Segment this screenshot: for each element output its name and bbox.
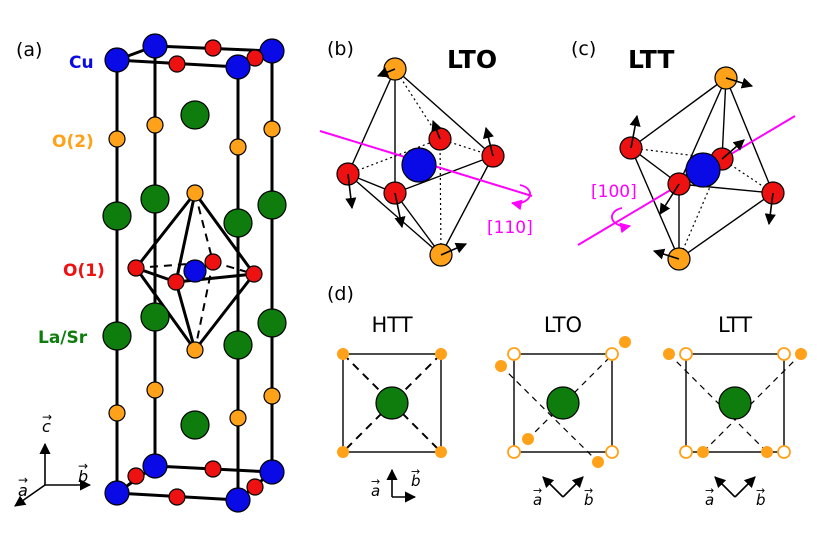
lto-axis-a: a [533,491,542,509]
cuo6-octahedron [134,191,256,352]
panel-d-projections: (d) HTT a → b → LTO [327,283,807,509]
lto-projection: LTO a → b → [495,313,631,509]
lto-title: LTO [447,45,497,74]
svg-text:→: → [371,475,380,488]
label-o2: O(2) [52,132,94,152]
svg-text:→: → [533,484,542,497]
ltt-title: LTT [628,45,674,74]
panel-a-unit-cell: (a) [14,33,287,513]
label-cu: Cu [69,53,94,73]
svg-text:→: → [705,484,714,497]
axes-triad-a: c → b → a → [14,410,92,507]
htt-projection: HTT a → b → [337,313,447,503]
svg-text:→: → [42,410,52,424]
panel-a-label: (a) [16,39,42,61]
ltt-axis-b: b [756,491,766,509]
panel-c-ltt-octahedron: (c) LTT [100] [571,38,796,271]
label-lasr: La/Sr [38,328,88,348]
lto-proj-title: LTO [544,313,582,337]
label-o1: O(1) [63,261,105,281]
lto-axis-b: b [584,491,594,509]
svg-text:→: → [411,465,420,478]
svg-text:→: → [584,484,593,497]
htt-axis-b: b [411,472,421,490]
svg-text:→: → [18,473,28,487]
lto-axis-label: [110] [487,218,533,238]
ltt-axis-label: [100] [591,182,637,202]
svg-text:→: → [78,459,88,473]
ltt-projection: LTT a → b → [663,313,807,509]
ltt-axis-a: a [705,491,714,509]
axis-c-label: c [42,417,51,436]
panel-b-lto-octahedron: (b) LTO [110] [319,38,533,267]
axis-b-label: b [78,467,88,486]
htt-title: HTT [371,313,412,337]
htt-axis-a: a [371,482,380,500]
panel-b-label: (b) [327,38,354,60]
panel-d-label: (d) [327,283,354,305]
ltt-proj-title: LTT [718,313,752,337]
axis-a-label: a [18,481,28,500]
panel-c-label: (c) [571,38,596,60]
svg-text:→: → [756,484,765,497]
